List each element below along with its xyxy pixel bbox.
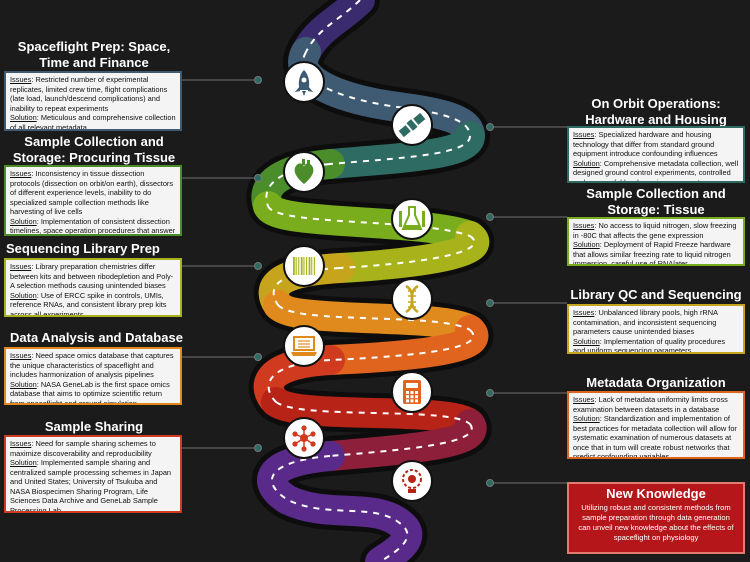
solution-text: : Meticulous and comprehensive collectio…: [10, 113, 176, 131]
solution-label: Solution: [573, 336, 600, 346]
heart-icon: [283, 151, 325, 193]
network-icon: [283, 417, 325, 459]
solution-text: : NASA GeneLab is the first space omics …: [10, 379, 170, 405]
section-box-procuring-tissue: Issues: Inconsistency in tissue dissecti…: [4, 165, 182, 236]
road-center-line: [329, 135, 471, 165]
section-title-metadata-organization: Metadata Organization: [586, 375, 726, 390]
road-group: [246, 0, 495, 562]
road-center-line: [272, 267, 341, 306]
solution-label: Solution: [10, 458, 37, 467]
section-title-tissue-preservation: Sample Collection and Storage: Tissue Pr…: [586, 186, 726, 233]
calculator-icon: [391, 371, 433, 413]
solution-label: Solution: [10, 379, 37, 389]
laptop-icon: [283, 325, 325, 367]
satellite-icon: [391, 104, 433, 146]
section-box-data-analysis: Issues: Need space omics database that c…: [4, 347, 182, 405]
issues-label: Issues: [573, 130, 595, 139]
issues-text: : No access to liquid nitrogen, slow fre…: [573, 221, 737, 240]
issues-label: Issues: [10, 75, 32, 84]
connector-dot: [486, 479, 494, 487]
road-center-line: [267, 359, 331, 403]
connector-dot: [486, 389, 494, 397]
section-box-spaceflight-prep: Issues: Restricted number of experimenta…: [4, 71, 182, 131]
road-center-line: [305, 0, 361, 53]
issues-label: Issues: [573, 221, 595, 230]
section-title-procuring-tissue: Sample Collection and Storage: Procuring…: [12, 134, 176, 165]
new-knowledge-text: Utilizing robust and consistent methods …: [578, 503, 734, 542]
issues-label: Issues: [10, 351, 32, 360]
flask-icon: [391, 198, 433, 240]
road-center-line: [270, 455, 409, 562]
section-title-sample-sharing: Sample Sharing: [44, 419, 144, 434]
road-center-line: [277, 304, 471, 331]
dna-icon: [391, 278, 433, 320]
section-box-library-prep: Issues: Library preparation chemistries …: [4, 258, 182, 317]
road-center-line: [267, 205, 471, 237]
connector-dot: [486, 123, 494, 131]
solution-text: : Implementation of consistent dissectio…: [10, 216, 176, 235]
solution-label: Solution: [573, 240, 600, 249]
solution-label: Solution: [573, 414, 600, 423]
section-box-tissue-preservation: Issues: No access to liquid nitrogen, sl…: [567, 217, 745, 266]
barcode-icon: [283, 245, 325, 287]
solution-text: : Implementation of quality procedures a…: [573, 336, 726, 354]
solution-text: : Implemented sample sharing and central…: [10, 458, 172, 513]
issues-text: : Restricted number of experimental repl…: [10, 75, 168, 113]
section-box-library-qc: Issues: Unbalanced library pools, high r…: [567, 304, 745, 354]
section-box-sample-sharing: Issues: Need for sample sharing schemes …: [4, 435, 182, 513]
connector-dot: [254, 262, 262, 270]
issues-label: Issues: [10, 439, 32, 448]
issues-text: : Inconsistency in tissue dissection pro…: [10, 169, 174, 216]
solution-label: Solution: [573, 158, 600, 168]
solution-label: Solution: [10, 290, 37, 300]
solution-text: : Comprehensive metadata collection, wel…: [573, 158, 739, 183]
new-knowledge-box: New Knowledge Utilizing robust and consi…: [567, 482, 745, 554]
section-box-on-orbit-operations: Issues: Specialized hardware and housing…: [567, 126, 745, 183]
issues-label: Issues: [10, 262, 32, 271]
issues-text: : Need for sample sharing schemes to max…: [10, 439, 156, 458]
connector-dot: [254, 444, 262, 452]
solution-text: : Deployment of Rapid Freeze hardware th…: [573, 240, 731, 266]
issues-text: : Library preparation chemistries differ…: [10, 262, 174, 290]
connector-dot: [254, 353, 262, 361]
issues-text: : Lack of metadata uniformity limits cro…: [573, 395, 728, 414]
section-box-metadata-organization: Issues: Lack of metadata uniformity limi…: [567, 391, 745, 459]
issues-text: : Unbalanced library pools, high rRNA co…: [573, 308, 718, 336]
lightbulb-gear-icon: [391, 460, 433, 502]
connector-dot: [254, 76, 262, 84]
connector-dot: [254, 174, 262, 182]
section-title-library-qc: Library QC and Sequencing: [570, 287, 742, 302]
rocket-icon: [283, 61, 325, 103]
solution-label: Solution: [10, 216, 37, 226]
new-knowledge-title: New Knowledge: [606, 486, 706, 501]
section-title-on-orbit-operations: On Orbit Operations: Hardware and Housin…: [585, 96, 727, 127]
road-center-line: [339, 235, 476, 269]
section-title-data-analysis: Data Analysis and Database: [10, 330, 183, 345]
issues-text: : Specialized hardware and housing techn…: [573, 130, 718, 158]
section-title-library-prep: Sequencing Library Prep: [6, 241, 160, 256]
solution-text: : Standardization and implementation of …: [573, 414, 737, 459]
solution-text: : Use of ERCC spike in controls, UMIs, r…: [10, 290, 167, 317]
connector-dot: [486, 299, 494, 307]
road-center-line: [329, 423, 473, 457]
solution-label: Solution: [10, 113, 37, 122]
connector-dot: [486, 213, 494, 221]
issues-label: Issues: [573, 395, 595, 404]
issues-label: Issues: [573, 308, 595, 317]
road-center-line: [275, 401, 471, 425]
issues-label: Issues: [10, 169, 32, 178]
issues-text: : Need space omics database that capture…: [10, 351, 174, 379]
road-center-line: [329, 329, 475, 361]
